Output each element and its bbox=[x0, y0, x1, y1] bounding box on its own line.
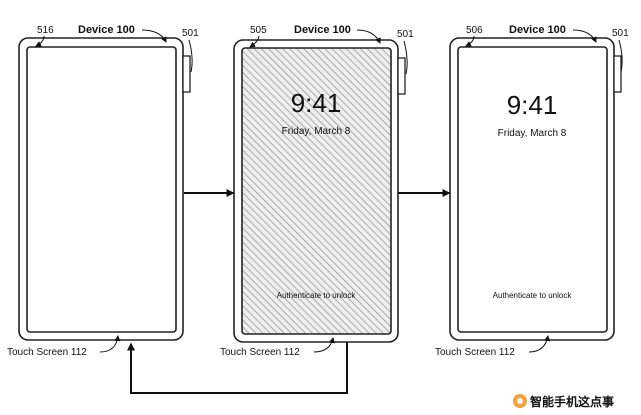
device-1-button-ref: 501 bbox=[182, 28, 199, 39]
watermark-logo-icon bbox=[513, 394, 527, 408]
device-3-auth-prompt: Authenticate to unlock bbox=[493, 291, 573, 300]
device-3: 9:41 Friday, March 8 Authenticate to unl… bbox=[435, 24, 629, 358]
device-2-side-button bbox=[397, 57, 406, 95]
device-2-ref-label: 505 bbox=[250, 25, 267, 36]
device-2: 9:41 Friday, March 8 Authenticate to unl… bbox=[220, 24, 414, 358]
device-2-touch-screen-label: Touch Screen 112 bbox=[220, 347, 300, 358]
device-3-screen bbox=[457, 46, 608, 333]
device-1-side-button bbox=[182, 55, 191, 93]
device-2-date: Friday, March 8 bbox=[282, 126, 351, 137]
device-1-screen bbox=[26, 46, 177, 333]
device-3-side-button bbox=[613, 55, 622, 93]
watermark: 智能手机这点事 bbox=[513, 394, 614, 409]
device-2-title: Device 100 bbox=[294, 24, 351, 36]
device-2-button-ref: 501 bbox=[397, 29, 414, 40]
device-1-touch-screen-label: Touch Screen 112 bbox=[7, 347, 87, 358]
device-3-date: Friday, March 8 bbox=[498, 128, 567, 139]
device-3-ref-label: 506 bbox=[466, 25, 483, 36]
device-3-touch-screen-label: Touch Screen 112 bbox=[435, 347, 515, 358]
device-2-clock: 9:41 bbox=[291, 88, 342, 118]
device-3-button-ref: 501 bbox=[612, 28, 629, 39]
arrow-device-2-back-to-1 bbox=[127, 342, 348, 394]
device-2-auth-prompt: Authenticate to unlock bbox=[277, 291, 357, 300]
device-3-clock: 9:41 bbox=[507, 90, 558, 120]
device-1: 516 Device 100 501 Touch Screen 112 bbox=[7, 24, 199, 358]
device-3-title: Device 100 bbox=[509, 24, 566, 36]
device-2-screen-hatched bbox=[241, 47, 392, 335]
device-1-ref-label: 516 bbox=[37, 25, 54, 36]
device-1-title: Device 100 bbox=[78, 24, 135, 36]
watermark-text: 智能手机这点事 bbox=[529, 394, 614, 409]
